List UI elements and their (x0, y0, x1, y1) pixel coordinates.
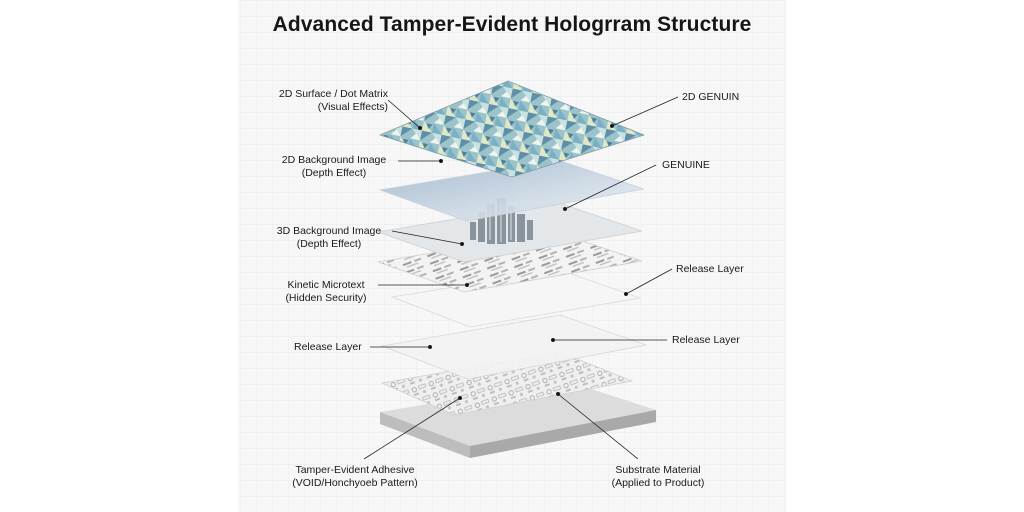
label-adhesive-line1: Tamper-Evident Adhesive (295, 464, 415, 476)
label-surface-dot-matrix: 2D Surface / Dot Matrix (Visual Effects) (262, 88, 388, 114)
label-release-left-line1: Release Layer (294, 341, 362, 353)
label-2d-background: 2D Background Image (Depth Effect) (270, 154, 398, 180)
leader-lines (363, 96, 679, 460)
label-adhesive-line2: (VOID/Honchyoeb Pattern) (292, 477, 418, 489)
label-kinetic-microtext: Kinetic Microtext (Hidden Security) (276, 279, 376, 305)
label-release-layer-right-2: Release Layer (672, 334, 740, 347)
label-bg3d-line1: 3D Background Image (276, 225, 382, 237)
hologram-surface-layer (378, 80, 646, 178)
label-bg2d-line2: (Depth Effect) (301, 167, 367, 179)
label-surface-line2: (Visual Effects) (317, 101, 388, 113)
label-3d-background: 3D Background Image (Depth Effect) (266, 225, 392, 251)
label-release2-line1: Release Layer (672, 334, 740, 346)
label-microtext-line1: Kinetic Microtext (287, 279, 365, 291)
label-microtext-line2: (Hidden Security) (285, 292, 367, 304)
label-substrate-line1: Substrate Material (615, 464, 701, 476)
label-substrate-material: Substrate Material (Applied to Product) (602, 464, 714, 490)
substrate-layer (380, 381, 656, 458)
diagram-title: Advanced Tamper-Evident Hologrram Struct… (272, 13, 752, 36)
label-release-layer-right-1: Release Layer (676, 263, 744, 276)
label-2d-genuin: 2D GENUIN (682, 91, 739, 104)
label-release1-line1: Release Layer (676, 263, 744, 275)
label-substrate-line2: (Applied to Product) (611, 477, 705, 489)
label-genuine: GENUINE (662, 159, 710, 172)
label-genuin2d-line1: 2D GENUIN (682, 91, 740, 103)
release-layer-lower (380, 314, 648, 380)
label-bg3d-line2: (Depth Effect) (296, 238, 362, 250)
label-genuine-line1: GENUINE (662, 159, 710, 171)
label-surface-line1: 2D Surface / Dot Matrix (278, 88, 388, 100)
label-release-layer-left: Release Layer (294, 341, 362, 354)
label-bg2d-line1: 2D Background Image (281, 154, 387, 166)
label-tamper-evident-adhesive: Tamper-Evident Adhesive (VOID/Honchyoeb … (276, 464, 434, 490)
